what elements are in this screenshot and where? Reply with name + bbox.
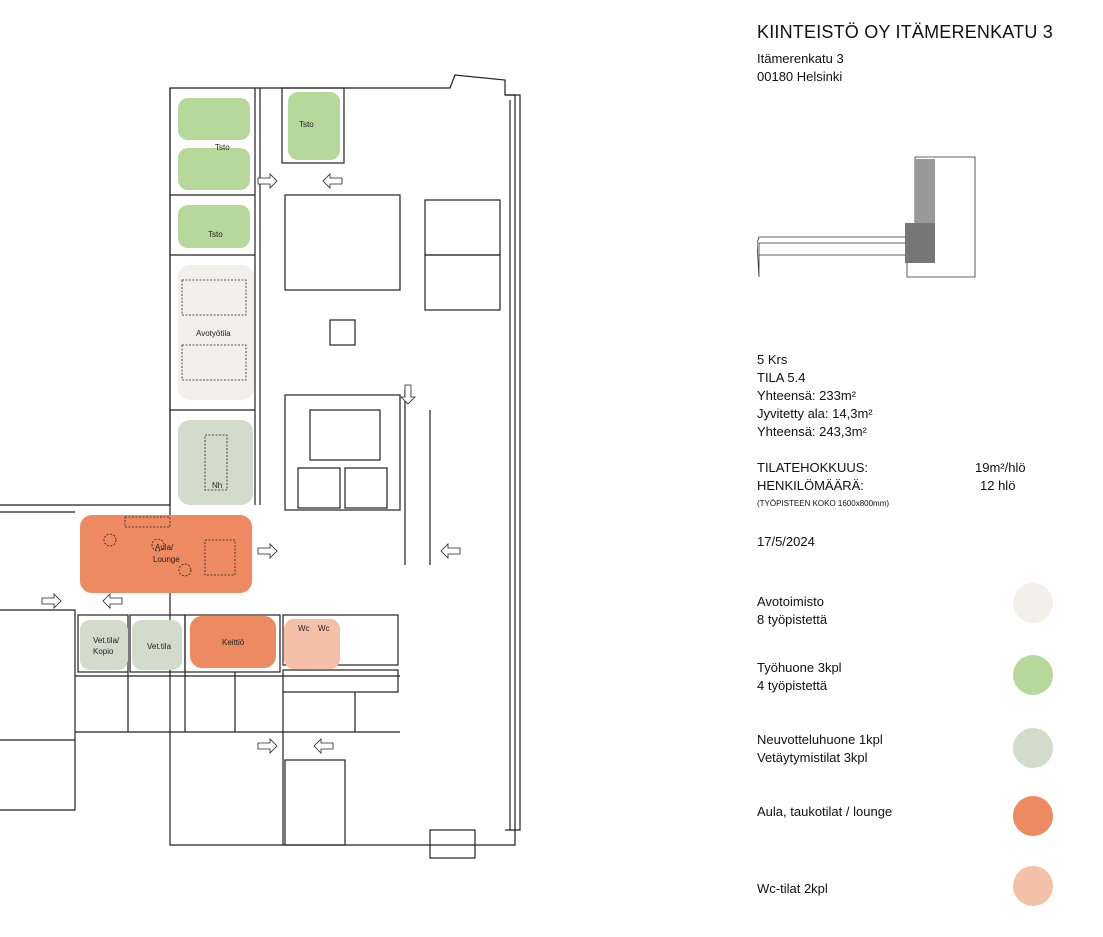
legend-swatch-wc (1013, 866, 1053, 906)
total-area: Yhteensä: 233m² (757, 388, 857, 403)
legend-label: Neuvotteluhuone 1kpl (757, 732, 883, 747)
legend-label: Wc-tilat 2kpl (757, 881, 828, 896)
plan-label-tsto: Tsto (299, 120, 314, 129)
street: Itämerenkatu 3 (757, 51, 844, 66)
legend-sublabel: 8 työpistettä (757, 612, 828, 627)
plan-label-wc: Wc (318, 624, 330, 633)
legend-sublabel: 4 työpistettä (757, 678, 828, 693)
legend-swatch-aula (1013, 796, 1053, 836)
plan-label-vet-tila: Vet.tila (147, 642, 172, 651)
plan-label-nh: Nh (212, 481, 222, 490)
plan-label-keittio: Keittiö (222, 638, 245, 647)
key-plan-thumbnail (757, 156, 976, 278)
floor-plan: Tsto Tsto Tsto Avotyötila Nh Aula/ Loung… (0, 74, 521, 859)
total-area-with-allocated: Yhteensä: 243,3m² (757, 424, 867, 439)
plan-label-kopio: Kopio (93, 647, 114, 656)
headcount-value: 12 hlö (980, 478, 1016, 493)
plan-label-wc: Wc (298, 624, 310, 633)
legend-swatch-neuvotteluhuone (1013, 728, 1053, 768)
legend-label: Avotoimisto (757, 594, 824, 609)
legend-swatch-tyohuone (1013, 655, 1053, 695)
legend-avotoimisto: Avotoimisto 8 työpistettä (757, 593, 827, 629)
space-info: 5 Krs TILA 5.4 Yhteensä: 233m² Jyvitetty… (757, 351, 1026, 551)
property-title: KIINTEISTÖ OY ITÄMERENKATU 3 (757, 22, 1053, 42)
date: 17/5/2024 (757, 534, 815, 549)
headcount-label: HENKILÖMÄÄRÄ: (757, 478, 864, 493)
plan-label-tsto: Tsto (208, 230, 223, 239)
plan-label-avotyotila: Avotyötila (196, 329, 231, 338)
legend-label: Työhuone 3kpl (757, 660, 842, 675)
floor: 5 Krs (757, 352, 788, 367)
plan-label-tsto: Tsto (215, 143, 230, 152)
legend-swatch-avotoimisto (1013, 583, 1053, 623)
legend-tyohuone: Työhuone 3kpl 4 työpistettä (757, 659, 842, 695)
efficiency-value: 19m²/hlö (975, 460, 1026, 475)
legend-label: Aula, taukotilat / lounge (757, 804, 893, 819)
workstation-note: (TYÖPISTEEN KOKO 1600x800mm) (757, 499, 890, 508)
plan-label-aula: Aula/ (155, 543, 174, 552)
legend-sublabel: Vetäytymistilat 3kpl (757, 750, 868, 765)
space-id: TILA 5.4 (757, 370, 806, 385)
plan-label-vet-kopio: Vet.tila/ (93, 636, 120, 645)
city: 00180 Helsinki (757, 69, 843, 84)
legend-wc: Wc-tilat 2kpl (757, 880, 828, 898)
address: Itämerenkatu 3 00180 Helsinki (757, 50, 844, 86)
legend-neuvotteluhuone: Neuvotteluhuone 1kpl Vetäytymistilat 3kp… (757, 731, 883, 767)
plan-label-lounge: Lounge (153, 555, 180, 564)
allocated-area: Jyvitetty ala: 14,3m² (757, 406, 873, 421)
efficiency-label: TILATEHOKKUUS: (757, 460, 869, 475)
legend-aula: Aula, taukotilat / lounge (757, 803, 892, 821)
